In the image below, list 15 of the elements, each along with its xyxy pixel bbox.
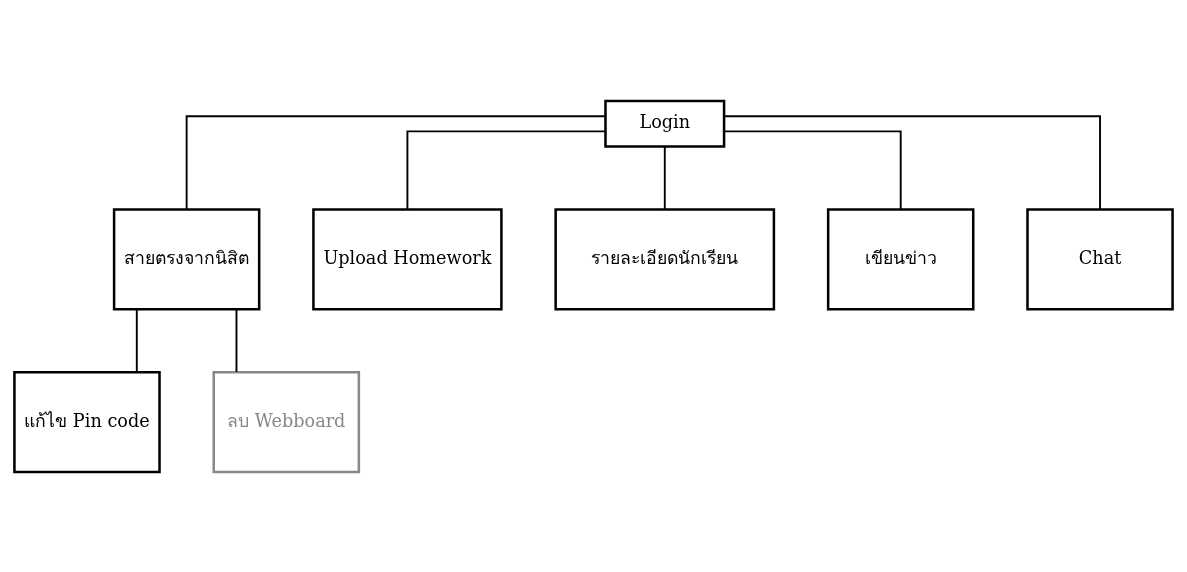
node-box: ลบ Webboard	[212, 370, 361, 473]
node-box: เขียนข่าว	[826, 207, 975, 310]
connector	[723, 114, 1101, 210]
node-box: Login	[604, 99, 726, 148]
connector	[663, 145, 666, 210]
node-box: รายละเอียดนักเรียน	[554, 207, 776, 310]
node-box: สายตรงจากนิสิต	[112, 207, 261, 310]
node-box: Chat	[1026, 207, 1174, 310]
connector	[235, 308, 238, 373]
connector	[406, 129, 607, 210]
node-box: แก้ไข Pin code	[13, 370, 161, 473]
connector	[135, 308, 138, 373]
connector	[185, 114, 607, 210]
node-box: Upload Homework	[312, 207, 503, 310]
connector	[723, 129, 902, 210]
